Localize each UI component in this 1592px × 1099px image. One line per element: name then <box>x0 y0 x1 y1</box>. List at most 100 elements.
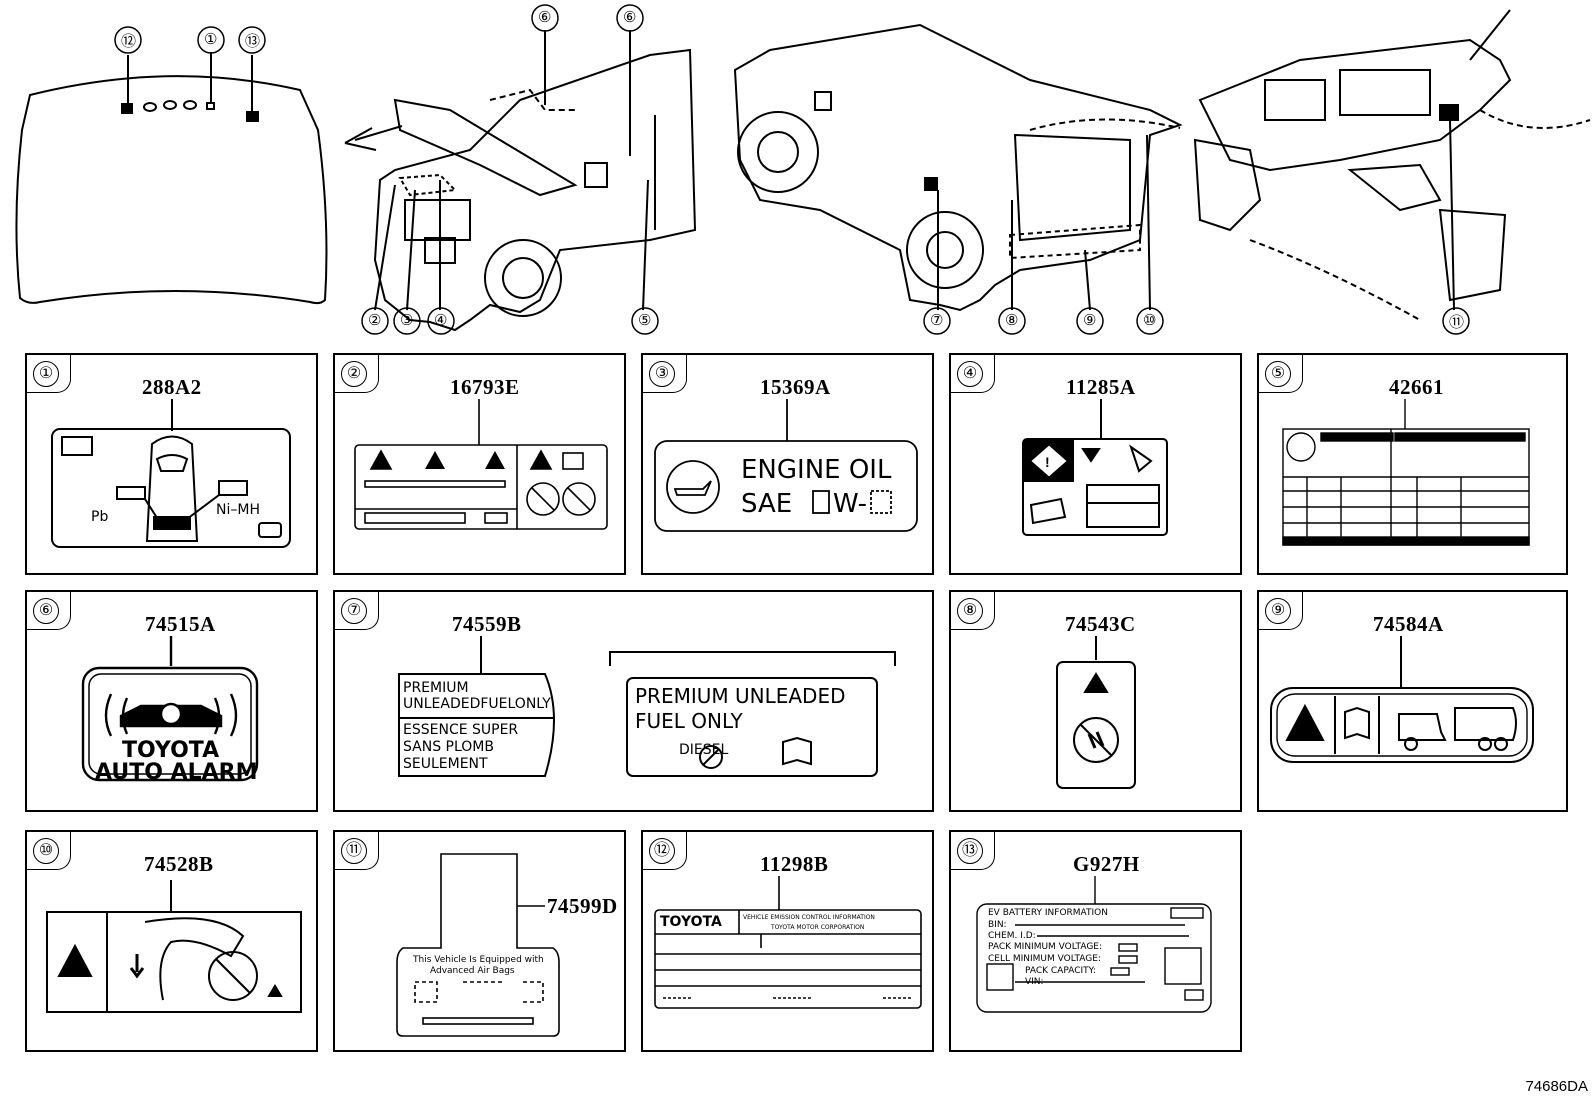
sans-plomb-text: SANS PLOMB <box>403 739 494 755</box>
ev-battery-info-title: EV BATTERY INFORMATION <box>988 908 1108 918</box>
part-code: 74543C <box>1065 612 1136 636</box>
label-panel-2: ② 16793E <box>333 353 626 575</box>
pack-capacity-text: PACK CAPACITY: <box>1025 966 1096 976</box>
panel-number: ⑧ <box>957 598 983 624</box>
panel-number: ⑦ <box>341 598 367 624</box>
vin-text: VIN: <box>1025 977 1044 987</box>
part-code: 74528B <box>144 852 214 876</box>
part-code: 288A2 <box>142 375 202 399</box>
callout-1-hood: ① <box>204 32 218 48</box>
fuel-label-graphic <box>398 636 896 777</box>
label-panel-8: ⑧ 74543C <box>949 590 1242 812</box>
battery-warning-label-graphic <box>354 399 608 530</box>
premium-unleaded-text: PREMIUM UNLEADED <box>635 684 846 708</box>
part-code: 11285A <box>1066 375 1136 399</box>
part-code: 11298B <box>760 852 829 876</box>
hybrid-battery-label-graphic <box>51 399 291 548</box>
auto-alarm-label-graphic <box>81 636 259 782</box>
part-code: G927H <box>1073 852 1140 876</box>
towing-label-graphic <box>1270 636 1534 763</box>
tire-pressure-label-graphic <box>1282 399 1530 546</box>
dashboard-illustration <box>1193 9 1591 321</box>
panel-number: ③ <box>649 361 675 387</box>
seulement-text: SEULEMENT <box>403 756 488 772</box>
part-code: 74584A <box>1373 612 1444 636</box>
callout-8: ⑧ <box>1005 313 1019 329</box>
callout-11: ⑪ <box>1449 315 1465 331</box>
advanced-air-bags-text: Advanced Air Bags <box>430 966 515 976</box>
callout-6-right: ⑥ <box>623 10 637 26</box>
panel-number: ⑩ <box>33 838 59 864</box>
callout-3: ③ <box>400 313 414 329</box>
engine-oil-label-graphic <box>654 399 918 532</box>
label-panel-5: ⑤ 42661 <box>1257 353 1568 575</box>
part-code: 16793E <box>450 375 520 399</box>
label-panel-3: ③ 15369A ENGINE OIL SAE W- <box>641 353 934 575</box>
part-code: 74515A <box>145 612 216 636</box>
illustration-code: 74686DA <box>1525 1078 1588 1095</box>
callout-13-hood: ⑬ <box>245 34 261 50</box>
callout-2: ② <box>368 313 382 329</box>
emission-label-graphic <box>654 876 922 1009</box>
panel-number: ⑪ <box>341 838 367 864</box>
callout-9: ⑨ <box>1083 313 1097 329</box>
toyota-motor-corp-text: TOYOTA MOTOR CORPORATION <box>771 924 865 931</box>
premium-text: PREMIUM <box>403 680 469 696</box>
fuel-only-text: FUEL ONLY <box>635 709 743 733</box>
callout-4: ④ <box>434 313 448 329</box>
panel-number: ④ <box>957 361 983 387</box>
airbag-equipped-text: This Vehicle Is Equipped with <box>413 955 544 965</box>
label-panel-9: ⑨ 74584A <box>1257 590 1568 812</box>
airbag-label-graphic <box>396 853 560 1037</box>
panel-number: ① <box>33 361 59 387</box>
callout-5: ⑤ <box>638 313 652 329</box>
coolant-warning-label-graphic: ! <box>1022 399 1168 536</box>
chem-id-text: CHEM. I.D: <box>988 931 1036 941</box>
hood-illustration <box>15 52 328 305</box>
panel-number: ② <box>341 361 367 387</box>
unleaded-fuel-only-text: UNLEADEDFUELONLY <box>403 696 551 712</box>
toyota-brand-text: TOYOTA <box>660 914 722 930</box>
label-panel-13: ⑬ G927H EV BATTERY INFORMATION BIN: CHEM… <box>949 830 1242 1052</box>
pb-battery-text: Pb <box>91 509 109 525</box>
diesel-text: DIESEL <box>679 742 729 758</box>
label-panel-12: ⑫ 11298B TOYOTA VEHICLE EMISSION CONTROL… <box>641 830 934 1052</box>
sae-text: SAE <box>741 489 793 519</box>
essence-super-text: ESSENCE SUPER <box>403 722 519 738</box>
label-panel-4: ④ 11285A ! <box>949 353 1242 575</box>
toyota-text: TOYOTA <box>122 738 220 763</box>
part-code: 42661 <box>1389 375 1444 399</box>
engine-oil-text: ENGINE OIL <box>741 455 892 485</box>
panel-number: ⑬ <box>957 838 983 864</box>
vehicle-emission-text: VEHICLE EMISSION CONTROL INFORMATION <box>743 914 875 921</box>
auto-alarm-text: AUTO ALARM <box>95 760 258 785</box>
ev-battery-label-graphic <box>976 876 1212 1013</box>
callout-7: ⑦ <box>930 313 944 329</box>
pack-min-voltage-text: PACK MINIMUM VOLTAGE: <box>988 942 1103 952</box>
rear-vehicle-illustration <box>733 23 1183 312</box>
label-panel-11: ⑪ 74599D This Vehicle Is Equipped with A… <box>333 830 626 1052</box>
callout-6-left: ⑥ <box>538 10 552 26</box>
nimh-battery-text: Ni–MH <box>216 502 260 518</box>
part-code: 74599D <box>547 894 618 918</box>
label-panel-6: ⑥ 74515A TOYOTA AUTO ALARM <box>25 590 318 812</box>
panel-number: ⑫ <box>649 838 675 864</box>
panel-number: ⑨ <box>1265 598 1291 624</box>
panel-number: ⑤ <box>1265 361 1291 387</box>
sae-w-text: W- <box>833 489 868 519</box>
label-panel-7: ⑦ 74559B PREMIUM UNLEADEDFUELONLY ESSENC… <box>333 590 934 812</box>
cell-min-voltage-text: CELL MINIMUM VOLTAGE: <box>988 954 1101 964</box>
callout-10: ⑩ <box>1143 313 1157 329</box>
label-panel-1: ① 288A2 Pb Ni–MH <box>25 353 318 575</box>
svg-text:!: ! <box>1045 454 1050 470</box>
warning-hand-label-graphic <box>1056 636 1136 789</box>
front-vehicle-illustration <box>373 30 697 332</box>
bin-text: BIN: <box>988 920 1007 930</box>
panel-number: ⑥ <box>33 598 59 624</box>
callout-12-hood: ⑫ <box>121 34 137 50</box>
back-door-label-graphic <box>46 880 302 1013</box>
vehicle-overview-illustration <box>15 4 1591 335</box>
part-code: 74559B <box>452 612 522 636</box>
front-direction-arrow <box>344 125 403 151</box>
part-code: 15369A <box>760 375 831 399</box>
